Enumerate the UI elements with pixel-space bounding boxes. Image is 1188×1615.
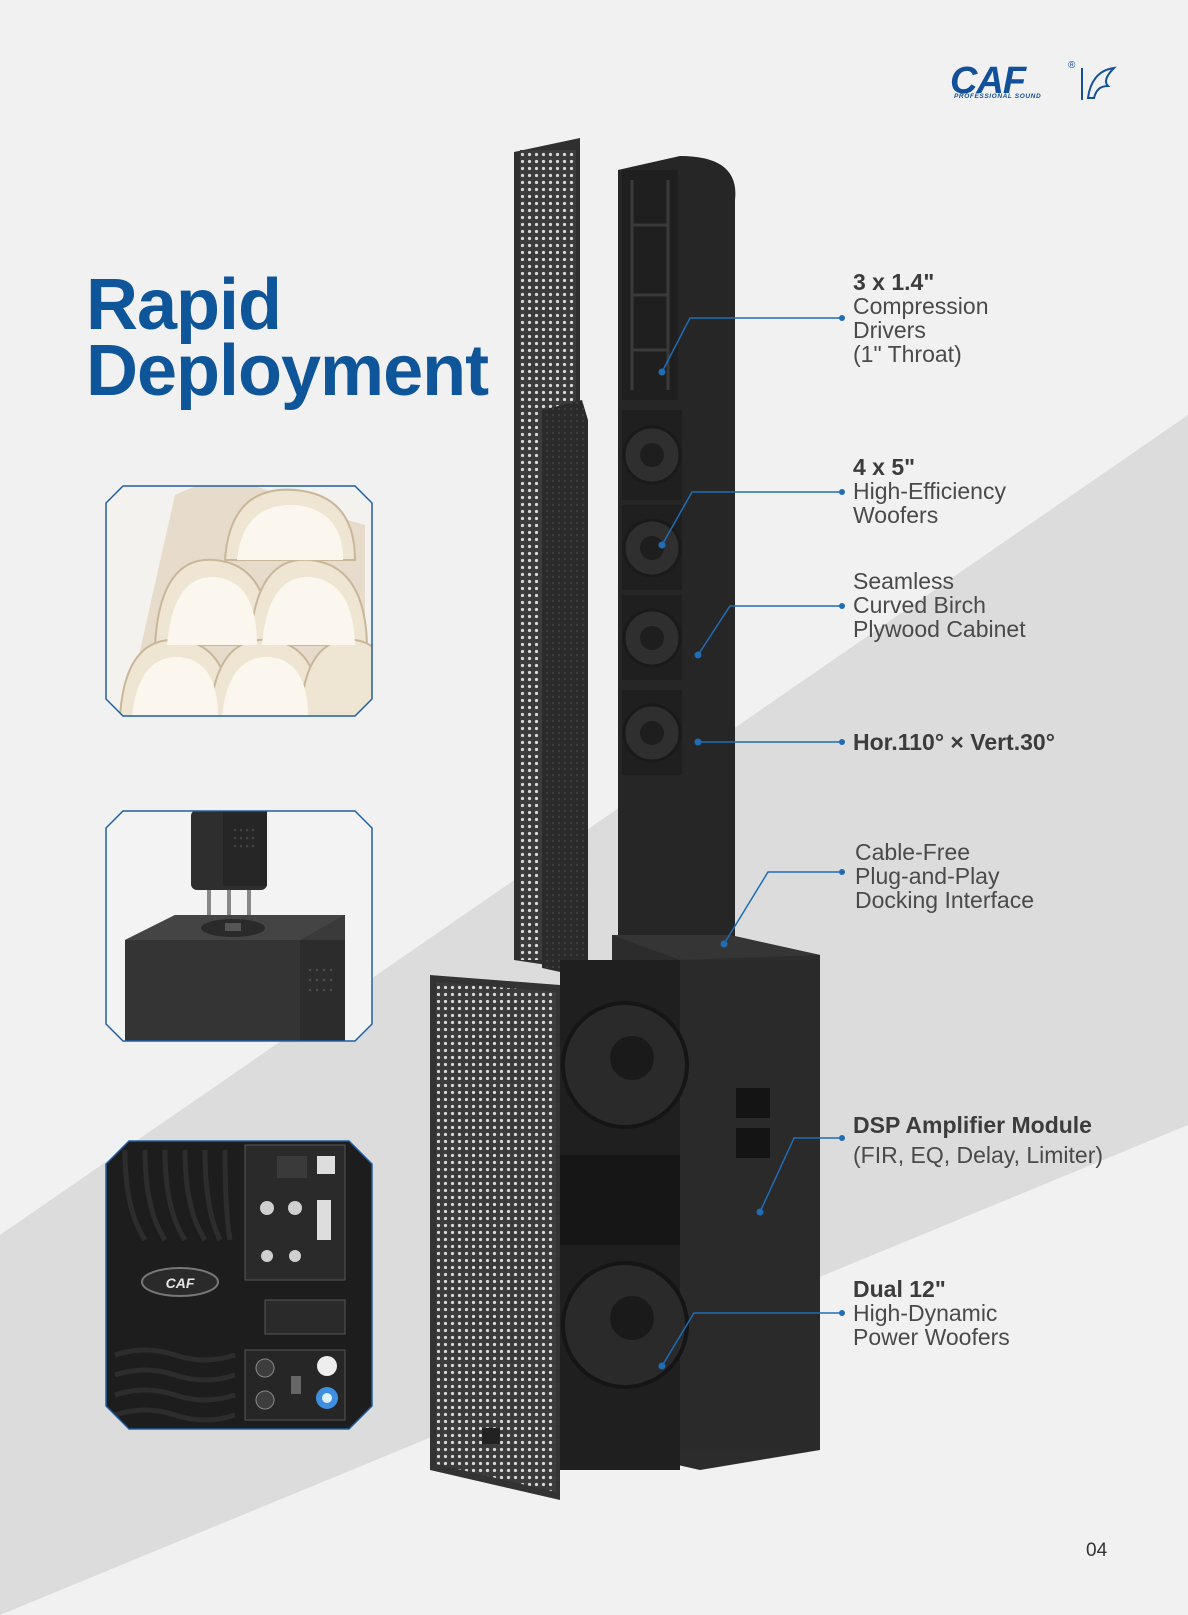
callout-docking: Cable-Free Plug-and-Play Docking Interfa… — [855, 840, 1034, 912]
callout-line: Docking Interface — [855, 887, 1034, 913]
callout-headline: Dual 12" — [853, 1276, 946, 1302]
callout-dsp: DSP Amplifier Module (FIR, EQ, Delay, Li… — [853, 1110, 1103, 1170]
callout-line: (FIR, EQ, Delay, Limiter) — [853, 1142, 1104, 1168]
callout-line: (1" Throat) — [853, 341, 962, 367]
logo-wordmark: CAF — [950, 60, 1026, 102]
callout-line: Drivers — [853, 317, 926, 343]
callout-line: Plug-and-Play — [855, 863, 1000, 889]
callout-line: High-Efficiency — [853, 478, 1006, 504]
thumbnail-amplifier-panel: CAF — [105, 1140, 373, 1430]
callout-headline: Hor.110° × Vert.30° — [853, 729, 1055, 755]
callout-line: High-Dynamic — [853, 1300, 998, 1326]
page-title: Rapid Deployment — [86, 265, 489, 411]
dolphin-icon — [1081, 66, 1117, 100]
callout-dual-woofers: Dual 12" High-Dynamic Power Woofers — [853, 1277, 1010, 1349]
registered-mark: ® — [1068, 60, 1076, 71]
callout-woofers: 4 x 5" High-Efficiency Woofers — [853, 455, 1006, 527]
callout-line: Cable-Free — [855, 839, 971, 865]
callout-line: Compression — [853, 293, 989, 319]
title-line-2: Deployment — [86, 331, 489, 411]
logo-tagline: PROFESSIONAL SOUND — [954, 93, 1042, 100]
callout-compression-drivers: 3 x 1.4" Compression Drivers (1" Throat) — [853, 270, 989, 366]
callout-headline: 3 x 1.4" — [853, 269, 935, 295]
thumbnail-docking-interface — [105, 810, 373, 1042]
page-number: 04 — [1086, 1540, 1108, 1561]
callout-dispersion: Hor.110° × Vert.30° — [853, 730, 1055, 754]
callout-line: Power Woofers — [853, 1324, 1010, 1350]
brand-logo: CAF ® PROFESSIONAL SOUND — [950, 60, 1125, 104]
thumbnail-birch-plywood — [105, 485, 373, 717]
amp-logo-text: CAF — [166, 1275, 195, 1291]
callout-line: Woofers — [853, 502, 939, 528]
speaker-system-illustration — [430, 138, 820, 1500]
callout-headline: DSP Amplifier Module — [853, 1112, 1092, 1138]
callout-cabinet: Seamless Curved Birch Plywood Cabinet — [853, 569, 1026, 641]
callout-line: Plywood Cabinet — [853, 616, 1026, 642]
callout-headline: 4 x 5" — [853, 454, 916, 480]
callout-line: Seamless — [853, 568, 954, 594]
title-line-1: Rapid — [86, 265, 282, 345]
callout-line: Curved Birch — [853, 592, 986, 618]
